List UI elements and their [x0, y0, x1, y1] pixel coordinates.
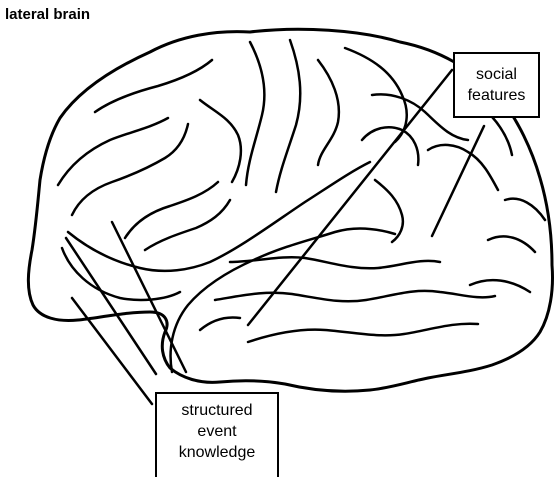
label-social-features-text: social features — [468, 64, 526, 106]
label-structured-event-knowledge-text: structured event knowledge — [179, 400, 256, 463]
pointer-event-1 — [112, 222, 186, 372]
label-social-features: social features — [453, 52, 540, 118]
lower-fold — [62, 248, 180, 300]
label-structured-event-knowledge: structured event knowledge — [155, 392, 279, 477]
sylvian-fissure — [68, 162, 370, 271]
pointer-social-2 — [432, 126, 484, 236]
pointer-social-1 — [248, 70, 452, 325]
